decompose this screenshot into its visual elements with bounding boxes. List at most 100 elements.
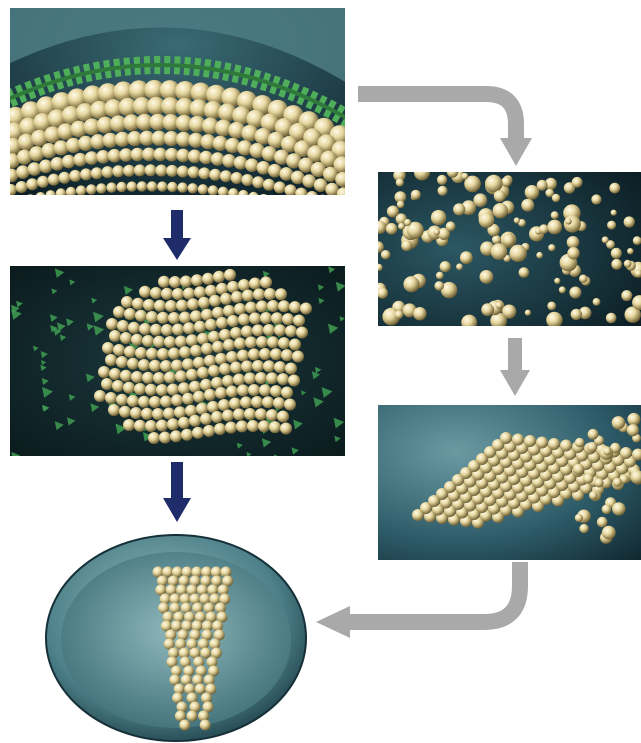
lattice-subunit — [142, 335, 154, 347]
lattice-subunit — [285, 325, 297, 337]
panel-disassembled-subunits — [378, 172, 641, 326]
free-subunit — [434, 229, 440, 235]
lattice-subunit — [146, 311, 158, 323]
capsid-subunit — [62, 155, 76, 169]
core-subunit — [187, 711, 198, 722]
lattice-subunit — [101, 378, 113, 390]
lattice-subunit — [127, 395, 139, 407]
free-subunit — [597, 517, 608, 528]
arrow-curved-grey-bottom — [316, 562, 536, 638]
lattice-subunit — [244, 372, 256, 384]
capsid-subunit — [69, 170, 81, 182]
free-subunit — [564, 215, 581, 232]
lattice-subunit — [194, 321, 206, 333]
capsid-subunit — [209, 169, 221, 181]
free-subunit — [536, 252, 543, 259]
lattice-subunit — [249, 278, 261, 290]
lattice-subunit — [273, 397, 285, 409]
lattice-subunit — [169, 276, 181, 288]
free-subunit — [514, 217, 520, 223]
lattice-subunit — [156, 384, 168, 396]
free-subunit — [588, 429, 599, 440]
capsid-subunit — [220, 170, 232, 182]
free-subunit — [567, 236, 580, 249]
lattice-subunit — [240, 396, 252, 408]
lattice-subunit — [145, 420, 157, 432]
capsid-subunit — [231, 172, 243, 184]
lattice-subunit — [212, 341, 224, 353]
lattice-subunit — [187, 298, 199, 310]
free-subunit — [591, 194, 601, 204]
lattice-subunit — [226, 351, 238, 363]
lattice-subunit — [148, 432, 160, 444]
lattice-subunit — [134, 383, 146, 395]
lattice-subunit — [267, 336, 279, 348]
lattice-subunit — [113, 306, 125, 318]
lattice-subunit — [175, 370, 187, 382]
lattice-subunit — [139, 286, 151, 298]
free-subunit — [571, 309, 582, 320]
lattice-subunit — [278, 300, 290, 312]
lattice-subunit — [223, 339, 235, 351]
free-subunit — [462, 173, 469, 180]
lattice-subunit — [277, 411, 289, 423]
lattice-subunit — [145, 384, 157, 396]
capsid-subunit — [177, 166, 189, 178]
lattice-subunit — [218, 399, 230, 411]
lattice-subunit — [170, 430, 182, 442]
lattice-subunit — [172, 324, 184, 336]
lattice-subunit — [242, 290, 254, 302]
lattice-subunit — [252, 360, 264, 372]
lattice-subunit — [271, 312, 283, 324]
lattice-subunit — [163, 408, 175, 420]
free-subunit — [440, 261, 451, 272]
lattice-subunit — [256, 336, 268, 348]
lattice-subunit — [252, 324, 264, 336]
lattice-subunit — [138, 359, 150, 371]
lattice-subunit — [266, 409, 278, 421]
lattice-subunit — [160, 360, 172, 372]
lattice-subunit — [296, 327, 308, 339]
lattice-subunit — [227, 315, 239, 327]
lattice-subunit — [186, 334, 198, 346]
free-subunit — [624, 216, 635, 227]
capsid-subunit — [85, 151, 99, 165]
free-subunit — [567, 247, 579, 259]
lattice-subunit — [293, 315, 305, 327]
panel-mature-core — [42, 530, 310, 743]
free-subunit — [381, 250, 390, 259]
capsid-subunit — [145, 164, 157, 176]
lattice-subunit — [179, 346, 191, 358]
lattice-subunit — [281, 349, 293, 361]
free-subunit — [492, 235, 501, 244]
free-subunit — [436, 272, 444, 280]
lattice-subunit — [146, 348, 158, 360]
core-subunit — [195, 684, 206, 695]
capsid-subunit — [199, 151, 213, 165]
lattice-subunit — [164, 372, 176, 384]
lattice-subunit — [281, 387, 293, 399]
free-subunit — [401, 240, 412, 251]
free-subunit — [509, 245, 526, 262]
lattice-subunit — [150, 324, 162, 336]
lattice-subunit — [262, 396, 274, 408]
arrow-curved-grey-top — [358, 82, 533, 166]
capsid-subunit — [257, 161, 271, 175]
cone-subunit — [500, 432, 512, 444]
core-subunit — [171, 621, 182, 632]
lattice-subunit — [121, 296, 133, 308]
capsid-subunit — [91, 167, 103, 179]
free-subunit — [479, 212, 495, 228]
lattice-subunit — [189, 415, 201, 427]
capsid-subunit — [48, 174, 60, 186]
free-subunit — [539, 224, 549, 234]
free-subunit — [627, 424, 639, 436]
free-subunit — [525, 310, 531, 316]
lattice-subunit — [120, 332, 132, 344]
lattice-subunit — [164, 336, 176, 348]
free-subunit — [456, 263, 463, 270]
free-subunit — [404, 219, 411, 226]
free-subunit — [413, 307, 426, 320]
lattice-subunit — [180, 276, 192, 288]
lattice-subunit — [116, 394, 128, 406]
